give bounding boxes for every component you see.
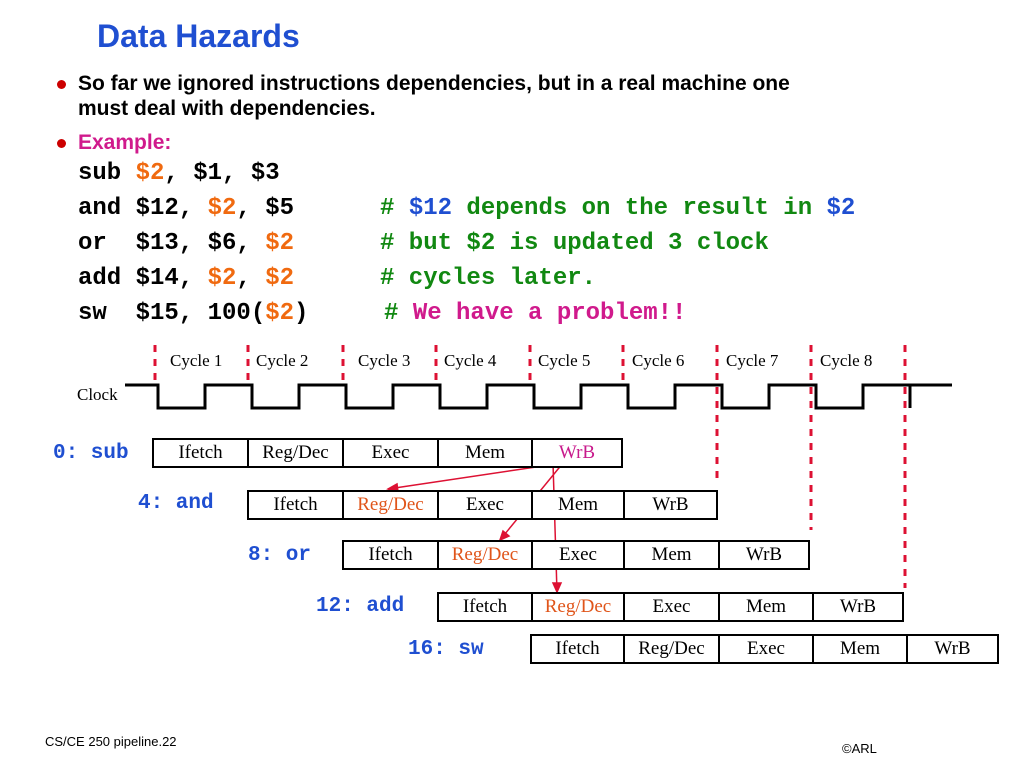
register-highlight: $2 (265, 300, 295, 327)
code-text: or $13, $6, (78, 230, 266, 257)
footer-course-label: CS/CE 250 pipeline.22 (45, 734, 177, 749)
code-text: , (236, 265, 266, 292)
slide-title: Data Hazards (97, 18, 300, 54)
code-text: , $5 (236, 195, 295, 222)
register-highlight: $2 (265, 230, 295, 257)
bullet-dot (57, 139, 66, 148)
register-highlight: $2 (207, 195, 237, 222)
bullet-dot (57, 80, 66, 89)
hazard-arrow-add (552, 462, 558, 593)
register-highlight: $2 (265, 265, 295, 292)
bullet-1-line-1: So far we ignored instructions dependenc… (78, 72, 790, 95)
comment-text: # (384, 300, 413, 327)
bullet-1-line-2: must deal with dependencies. (78, 97, 376, 120)
stage-ifetch: Ifetch (247, 490, 344, 520)
arrow-head (498, 529, 511, 542)
cycle-label: Cycle 1 (170, 351, 223, 370)
stage-exec: Exec (531, 540, 625, 570)
comment-text: # (380, 195, 409, 222)
stage-mem: Mem (531, 490, 625, 520)
hazard-arrows (386, 462, 564, 594)
stage-ifetch: Ifetch (342, 540, 439, 570)
code-comment-2: # but $2 is updated 3 clock (380, 230, 769, 257)
stage-regdec: Reg/Dec (623, 634, 720, 664)
code-text: sub (78, 160, 136, 187)
code-text: ) (294, 300, 309, 327)
cycle-label: Cycle 6 (632, 351, 685, 370)
register-highlight: $2 (826, 195, 856, 222)
footer-copyright: ©ARL (842, 741, 877, 756)
code-line-2: and $12, $2, $5 (78, 195, 294, 222)
register-highlight: $12 (408, 195, 453, 222)
clock-waveform (125, 383, 952, 410)
cycle-label: Cycle 4 (444, 351, 497, 370)
stage-wrb-highlight: WrB (531, 438, 623, 468)
stage-exec: Exec (623, 592, 720, 622)
bullet-1-text: So far we ignored instructions dependenc… (78, 71, 790, 121)
alert-text: We have a problem!! (412, 300, 687, 327)
stage-ifetch: Ifetch (152, 438, 249, 468)
code-line-5: sw $15, 100($2) (78, 300, 308, 327)
code-text: add $14, (78, 265, 208, 292)
stage-ifetch: Ifetch (530, 634, 625, 664)
code-comment-1: # $12 depends on the result in $2 (380, 195, 855, 222)
stage-mem: Mem (623, 540, 720, 570)
cycle-label: Cycle 3 (358, 351, 411, 370)
stage-regdec-highlight: Reg/Dec (342, 490, 439, 520)
instr-label-add: 12: add (316, 595, 405, 618)
code-comment-4: # We have a problem!! (384, 300, 686, 327)
register-highlight: $2 (135, 160, 165, 187)
stage-mem: Mem (718, 592, 814, 622)
code-line-3: or $13, $6, $2 (78, 230, 294, 257)
clock-label: Clock (77, 385, 118, 404)
cycle-label: Cycle 2 (256, 351, 309, 370)
stage-mem: Mem (437, 438, 533, 468)
code-text: sw $15, 100( (78, 300, 266, 327)
instr-label-or: 8: or (248, 544, 312, 567)
stage-regdec: Reg/Dec (247, 438, 344, 468)
instr-label-sub: 0: sub (53, 442, 129, 465)
stage-regdec-highlight: Reg/Dec (437, 540, 533, 570)
cycle-label: Cycle 5 (538, 351, 591, 370)
arrow-head (551, 582, 563, 594)
instr-label-and: 4: and (138, 492, 214, 515)
instr-label-sw: 16: sw (408, 638, 484, 661)
stage-mem: Mem (812, 634, 908, 664)
bullet-2-text: Example: (78, 131, 172, 154)
register-highlight: $2 (207, 265, 237, 292)
stage-exec: Exec (342, 438, 439, 468)
code-text: and $12, (78, 195, 208, 222)
stage-exec: Exec (718, 634, 814, 664)
stage-wrb: WrB (906, 634, 999, 664)
stage-wrb: WrB (623, 490, 718, 520)
stage-ifetch: Ifetch (437, 592, 533, 622)
cycle-dividers (153, 345, 907, 588)
code-text: , $1, $3 (164, 160, 280, 187)
stage-wrb: WrB (812, 592, 904, 622)
code-line-1: sub $2, $1, $3 (78, 160, 280, 187)
stage-wrb: WrB (718, 540, 810, 570)
cycle-label: Cycle 7 (726, 351, 779, 370)
stage-regdec-highlight: Reg/Dec (531, 592, 625, 622)
code-line-4: add $14, $2, $2 (78, 265, 294, 292)
code-comment-3: # cycles later. (380, 265, 597, 292)
cycle-label: Cycle 8 (820, 351, 873, 370)
stage-exec: Exec (437, 490, 533, 520)
comment-text: depends on the result in (452, 195, 827, 222)
